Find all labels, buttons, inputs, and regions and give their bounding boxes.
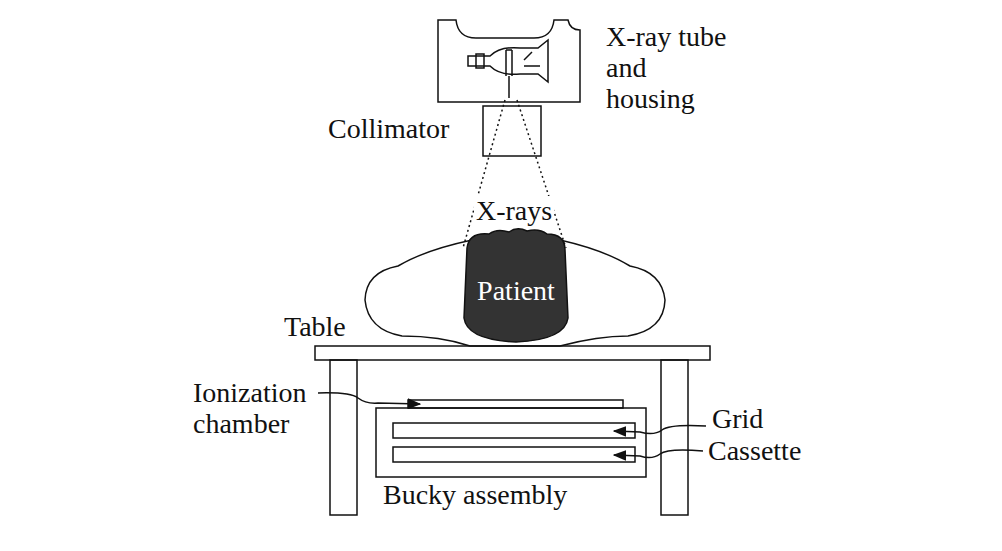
cassette (393, 447, 635, 462)
part-label: Bucky assembly (383, 480, 567, 511)
table-leg (661, 360, 688, 515)
part-label: Collimator (328, 114, 449, 145)
xray-beam (463, 100, 566, 248)
cathode (476, 54, 484, 68)
part-label: Grid (712, 404, 763, 435)
leader-line (614, 450, 703, 458)
part-label: Ionization chamber (193, 378, 333, 440)
anode (506, 50, 512, 98)
part-label: Table (284, 312, 346, 343)
leader-line (614, 426, 706, 434)
beam-label: X-rays (474, 196, 554, 227)
tube-envelope (468, 40, 548, 82)
patient-torso (464, 229, 568, 342)
part-label: Cassette (708, 436, 801, 467)
part-label: X-ray tube and housing (606, 22, 740, 114)
grid (393, 423, 635, 438)
table-leg (330, 360, 357, 515)
tube-housing (438, 20, 580, 102)
patient-section: Patient (461, 226, 571, 342)
node-label: Patient (477, 276, 555, 307)
ionization-chamber (408, 400, 623, 408)
leader-line (318, 393, 420, 404)
table-top (315, 346, 710, 360)
bucky-assembly (376, 408, 646, 477)
target (524, 52, 540, 66)
